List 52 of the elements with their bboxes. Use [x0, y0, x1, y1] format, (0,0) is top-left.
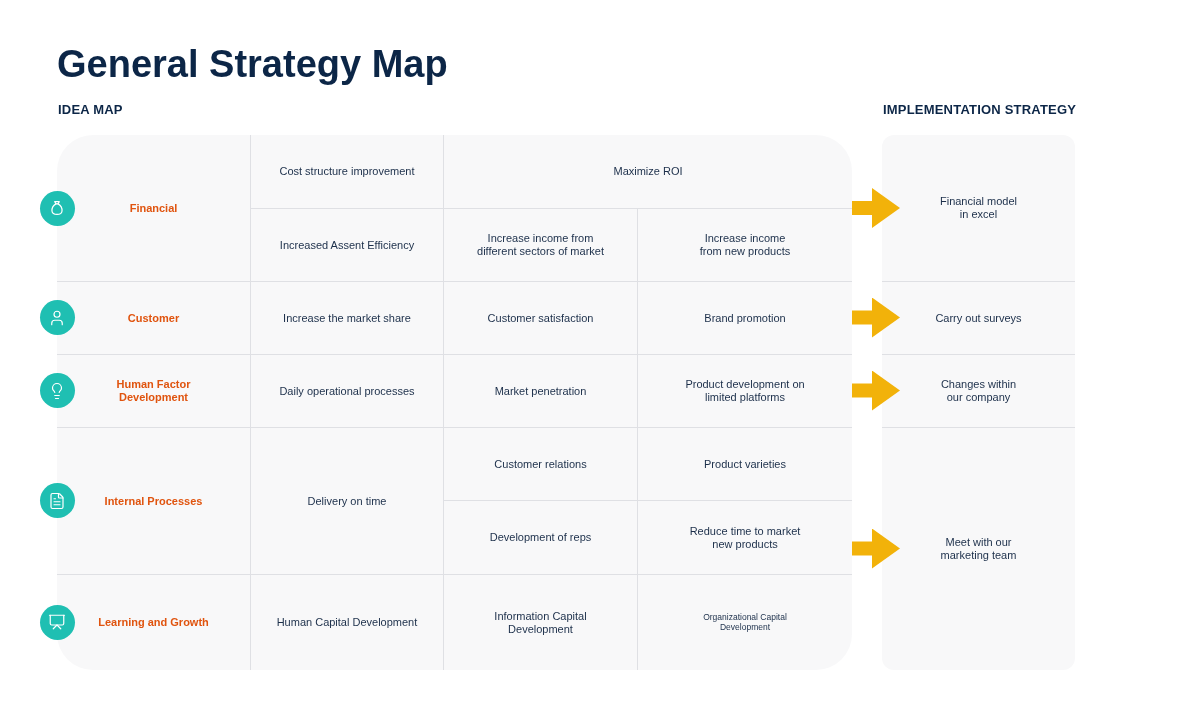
objective-text: Increase income from new products — [698, 232, 792, 258]
section-heading: IDEA MAP — [58, 103, 123, 117]
table-cell — [443, 500, 637, 574]
perspective-label: Customer — [127, 311, 180, 325]
action-text: Financial model in excel — [938, 195, 1018, 221]
objective-text: Increased Assent Efficiency — [279, 238, 415, 252]
objective-text: Maximize ROI — [613, 165, 683, 178]
table-cell — [637, 281, 852, 354]
perspective-label: Human Factor Development — [115, 378, 192, 404]
block-arrow — [852, 188, 900, 228]
objective-text: Human Capital Development — [276, 616, 418, 629]
objective-text: Product development on limited platforms — [684, 378, 806, 404]
table-cell — [443, 574, 637, 670]
objective-text: Brand promotion — [704, 311, 786, 325]
table-cell — [637, 574, 852, 670]
block-arrow — [852, 528, 900, 569]
perspective-label: Learning and Growth — [98, 616, 209, 629]
action-text: Meet with our marketing team — [939, 536, 1018, 562]
table-cell — [250, 281, 443, 354]
section-heading: IMPLEMENTATION STRATEGY — [883, 103, 1077, 117]
perspective-label: Financial — [129, 201, 178, 215]
objective-text: Customer relations — [494, 457, 587, 471]
objective-text: Delivery on time — [307, 494, 387, 508]
objective-text: Increase the market share — [283, 311, 411, 325]
perspective-label: Internal Processes — [104, 494, 203, 508]
objective-text: Development of reps — [489, 531, 592, 544]
table-cell — [443, 354, 637, 427]
table-cell — [443, 208, 637, 281]
table-cell — [637, 500, 852, 574]
table-cell — [443, 427, 637, 500]
table-cell — [250, 354, 443, 427]
objective-text: Information Capital Development — [493, 609, 588, 636]
action-text: Carry out surveys — [935, 311, 1022, 325]
objective-text: Cost structure improvement — [279, 165, 415, 178]
table-cell — [637, 354, 852, 427]
block-arrow — [852, 370, 900, 411]
objective-text: Increase income from different sectors of market — [476, 232, 605, 258]
table-cell — [250, 208, 443, 281]
table-cell — [637, 208, 852, 281]
block-arrow — [852, 297, 900, 338]
objective-text: Customer satisfaction — [487, 311, 594, 325]
objective-text: Organizational Capital Development — [702, 612, 788, 633]
table-cell — [443, 281, 637, 354]
objective-text: Daily operational processes — [279, 384, 415, 398]
objective-text: Reduce time to market new products — [688, 524, 802, 551]
objective-text: Market penetration — [494, 384, 587, 398]
table-cell — [250, 427, 443, 574]
diagram-title: General Strategy Map — [57, 45, 448, 83]
table-cell — [637, 427, 852, 500]
table-cell — [250, 574, 443, 670]
objective-text: Product varieties — [704, 457, 786, 471]
action-text: Changes within our company — [939, 378, 1018, 404]
